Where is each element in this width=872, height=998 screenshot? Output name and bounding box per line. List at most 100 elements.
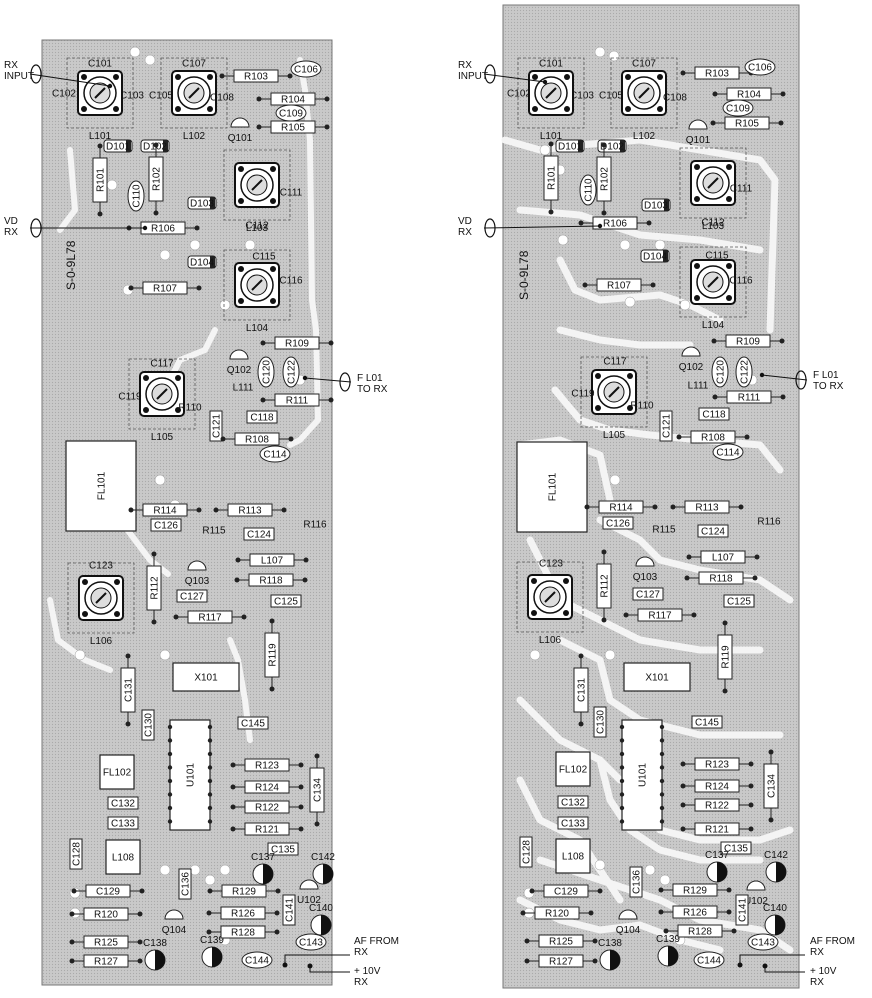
- part-label: R103: [705, 69, 729, 80]
- part-r120: R120: [520, 906, 594, 920]
- capacitor-body: [697, 524, 729, 538]
- resistor-body: [233, 69, 279, 83]
- connector-label: F L01: [357, 373, 383, 384]
- pad: [658, 909, 664, 915]
- pad: [646, 220, 652, 226]
- part-label: C103: [570, 91, 594, 102]
- part-c112: C112: [701, 218, 725, 229]
- mounting-pad: [644, 864, 656, 876]
- pad: [548, 141, 554, 147]
- pin: [726, 263, 732, 269]
- part-label: C117: [150, 359, 174, 370]
- part-label: C140: [763, 903, 787, 914]
- pad: [680, 802, 686, 808]
- part-label: C102: [507, 89, 531, 100]
- resistor-body: [538, 954, 584, 968]
- resistor-body: [596, 156, 612, 202]
- part-l102: L102: [610, 57, 678, 142]
- part-c144: C144: [241, 951, 273, 969]
- mounting-pad: [654, 239, 666, 251]
- pad: [623, 612, 629, 618]
- part-u101: U101: [619, 719, 665, 831]
- part-label: C138: [143, 938, 167, 949]
- pad: [768, 817, 774, 823]
- part-label: R102: [600, 167, 611, 191]
- pad: [260, 340, 266, 346]
- part-c120: C120: [711, 356, 729, 388]
- resistor-body: [270, 120, 316, 134]
- part-c144: C144: [693, 951, 725, 969]
- part-c129: C129: [529, 884, 603, 898]
- capacitor-body: [127, 180, 145, 212]
- transistor-body: [230, 117, 250, 128]
- part-label: R114: [153, 506, 177, 517]
- part-label: C140: [309, 903, 333, 914]
- part-l106: L106: [516, 561, 584, 646]
- part-label: C134: [313, 778, 324, 802]
- pad: [324, 124, 330, 130]
- pin: [143, 375, 149, 381]
- part-label: R106: [151, 224, 175, 235]
- ic-pin: [207, 792, 213, 797]
- part-label: C143: [299, 938, 323, 949]
- part-label: C129: [554, 887, 578, 898]
- resistor-body: [598, 500, 644, 514]
- part-x101: X101: [623, 662, 691, 692]
- shield-outline: [679, 147, 747, 219]
- connector-label: TO RX: [813, 381, 844, 392]
- part-label: C142: [764, 850, 788, 861]
- pad: [298, 762, 304, 768]
- pad: [151, 619, 157, 625]
- part-l108: L108: [555, 838, 591, 874]
- capacitor-body: [178, 868, 192, 900]
- pad: [738, 504, 744, 510]
- part-label: C109: [726, 104, 750, 115]
- connector-pad: [107, 83, 113, 89]
- part-label: C130: [596, 710, 607, 734]
- part-l103: L103: [679, 147, 747, 232]
- transistor-body: [618, 909, 638, 920]
- pad: [213, 507, 219, 513]
- ic-pin: [659, 751, 665, 757]
- part-label: C120: [716, 360, 727, 384]
- shield-outline: [223, 149, 291, 221]
- connector-label: RX: [354, 977, 368, 988]
- resistor-body: [187, 610, 233, 624]
- pin: [270, 266, 276, 272]
- resistor-body: [726, 87, 772, 101]
- part-r109: R109: [711, 334, 785, 348]
- part-label: C142: [311, 852, 335, 863]
- part-label: C108: [663, 93, 687, 104]
- part-c111: C111: [730, 184, 753, 195]
- capacitor-body: [747, 933, 779, 951]
- part-label: FL102: [559, 765, 588, 776]
- part-r106: R106: [578, 216, 652, 230]
- mounting-pad: [624, 296, 636, 308]
- resistor-body: [142, 503, 188, 517]
- pad: [650, 282, 656, 288]
- pin: [175, 74, 181, 80]
- pin: [657, 106, 663, 112]
- part-label: C108: [210, 93, 234, 104]
- mounting-pad: [557, 234, 569, 246]
- part-label: R111: [286, 396, 309, 407]
- part-r108: R108: [220, 432, 294, 446]
- pad: [196, 507, 202, 513]
- pad: [652, 504, 658, 510]
- pin: [726, 164, 732, 170]
- part-q104: Q104: [616, 909, 641, 936]
- pin: [207, 74, 213, 80]
- pad: [97, 143, 103, 149]
- resistor-body: [274, 393, 320, 407]
- pin: [627, 373, 633, 379]
- pin: [238, 298, 244, 304]
- part-label: R121: [705, 825, 729, 836]
- adjust-slot: [707, 276, 719, 288]
- part-c136: C136: [629, 866, 643, 898]
- part-r107: R107: [128, 281, 202, 295]
- pin: [532, 106, 538, 112]
- pad: [524, 958, 530, 964]
